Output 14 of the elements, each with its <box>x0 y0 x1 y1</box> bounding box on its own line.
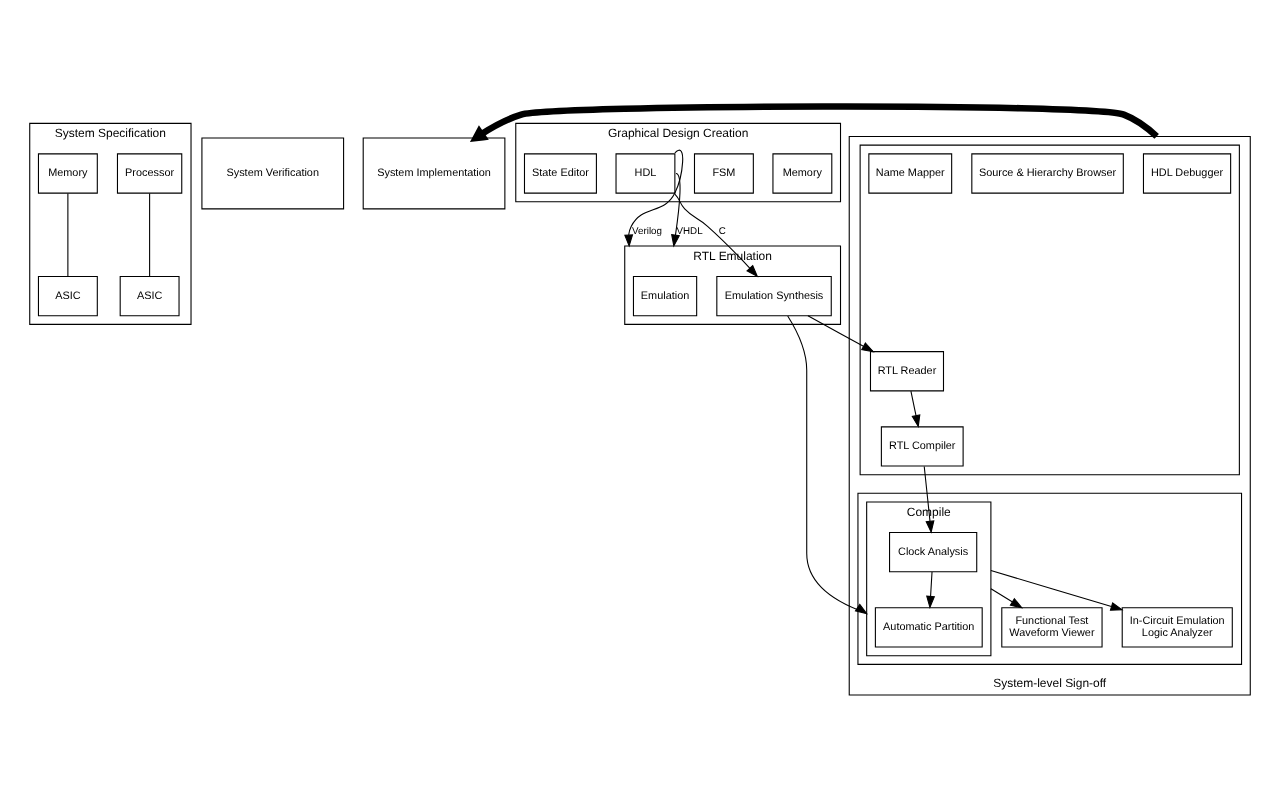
arrow <box>990 570 1124 611</box>
arrow <box>624 149 684 248</box>
arrow <box>923 466 935 534</box>
arrow <box>671 172 681 248</box>
arrow <box>926 571 936 609</box>
arrow <box>674 193 759 278</box>
arrow <box>787 315 869 615</box>
cluster <box>857 492 1243 665</box>
arrow <box>807 315 875 353</box>
arrow <box>990 588 1024 609</box>
connector <box>149 192 151 277</box>
arrow <box>910 390 921 428</box>
arrow <box>469 103 1159 142</box>
connector <box>67 192 69 277</box>
